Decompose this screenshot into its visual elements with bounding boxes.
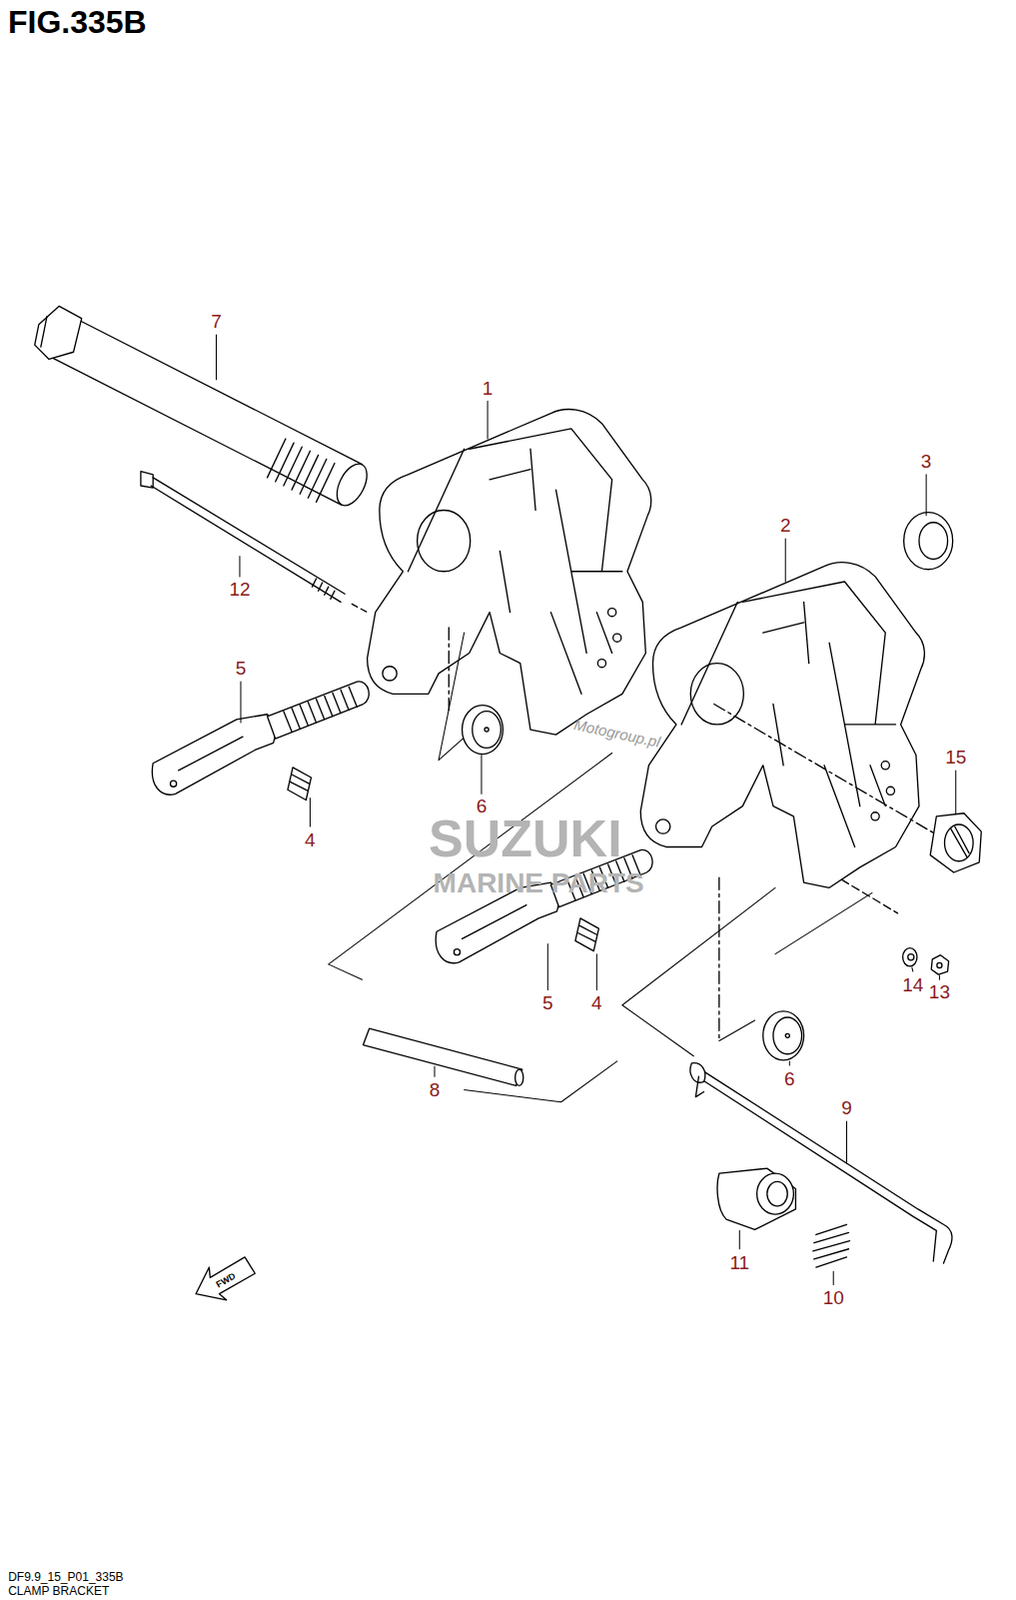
watermark: Motogroup.pl [572,716,662,750]
callout-number: 11 [729,1252,750,1272]
callout-number: 4 [591,993,603,1013]
callout-number: 7 [210,311,222,331]
figure-title: FIG.335B [7,5,147,38]
callout-number: 5 [542,993,554,1013]
callout-number: 9 [841,1097,853,1117]
watermark: MARINE PARTS [433,869,645,898]
figure-caption: CLAMP BRACKET [7,1584,109,1597]
callout-number: 5 [235,658,247,678]
callout-number: 2 [780,515,792,535]
watermark: SUZUKI [428,812,623,865]
callout-number: 6 [784,1068,796,1088]
callout-number: 14 [902,975,924,995]
callout-number: 10 [823,1287,845,1307]
callout-number: 3 [921,451,933,471]
callout-number: 13 [929,982,951,1002]
figure-code: DF9.9_15_P01_335B [7,1570,123,1583]
callout-number: 1 [482,378,494,398]
callout-number: 4 [304,830,316,850]
callout-number: 15 [945,747,967,767]
callout-number: 8 [429,1079,441,1099]
callout-number: 12 [228,579,250,599]
